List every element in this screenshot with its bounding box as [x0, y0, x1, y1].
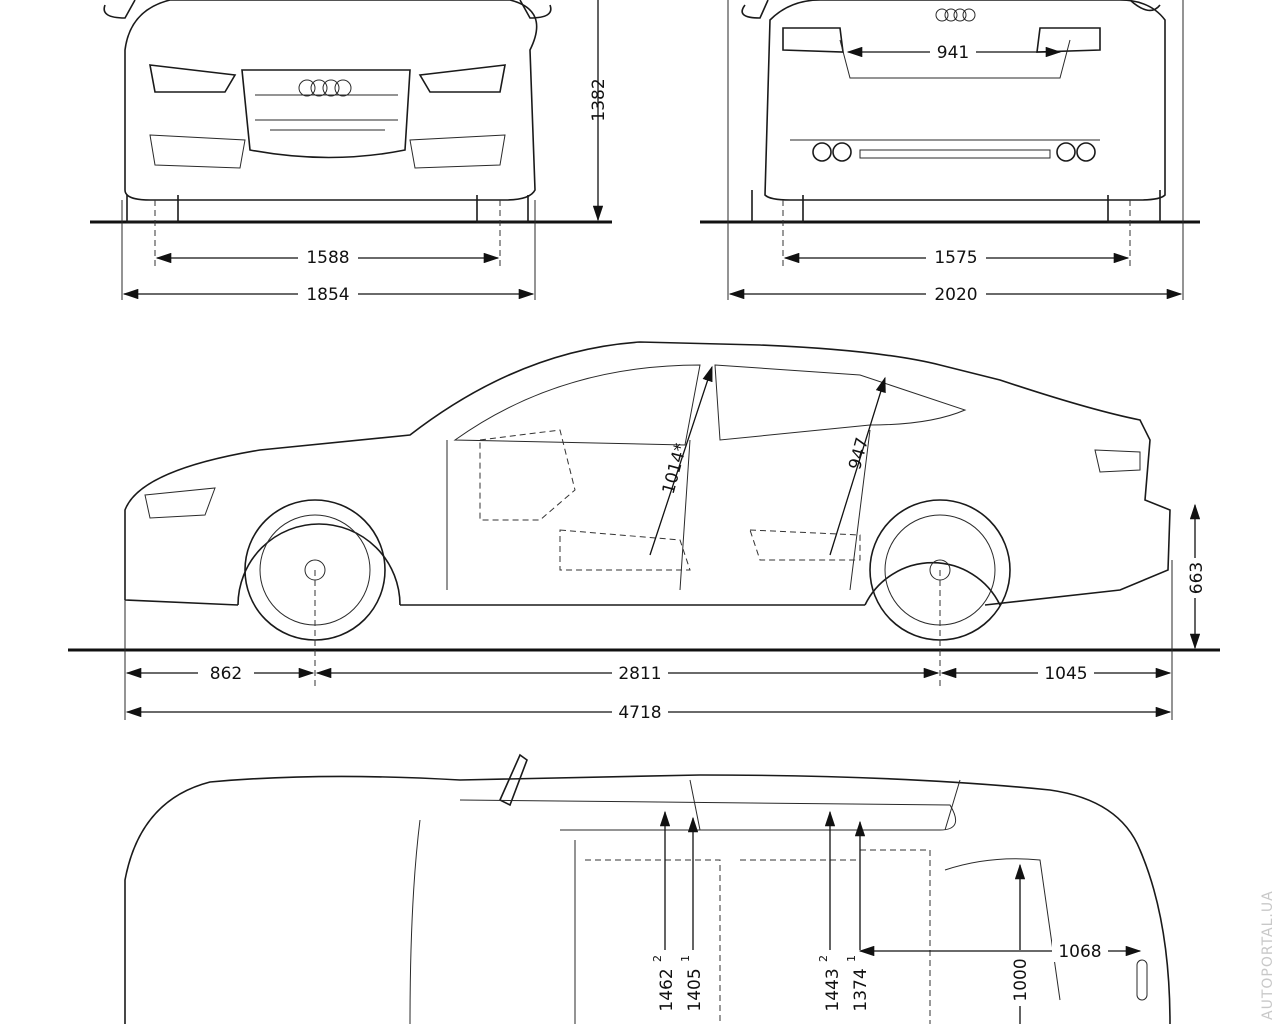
headlights: [149, 64, 506, 93]
front-shoulder-note: 2: [651, 955, 664, 962]
rear-tires: [751, 190, 1161, 223]
trunk-lid: [839, 39, 1071, 79]
watermark: AUTOPORTAL.UA: [1260, 890, 1276, 1020]
side-view: 1014* 947 663 862 2811 1045 4718: [68, 341, 1220, 723]
exhaust-tips: [812, 142, 1096, 162]
front-headroom-dimension: [649, 365, 713, 556]
track-label: 1575: [934, 248, 977, 268]
door-lines: [446, 429, 871, 591]
width-label: 1854: [306, 285, 349, 305]
mirror: [498, 753, 528, 807]
tail-lamp: [1136, 959, 1148, 1001]
rear-headroom-label: 947: [845, 435, 873, 472]
audi-rings-icon: [298, 79, 352, 97]
rear-view: 941 1575 2020: [700, 0, 1200, 305]
front-tires: [126, 195, 529, 223]
front-body: [124, 0, 538, 201]
mirrors: [103, 0, 552, 19]
rear-overhang-label: 1045: [1044, 664, 1087, 684]
trunk-width-label: 1000: [1011, 958, 1031, 1001]
loading-height-label: 663: [1187, 562, 1207, 594]
height-label: 1382: [589, 78, 609, 121]
rear-elbow-label: 1374: [851, 968, 871, 1011]
rear-elbow-note: 1: [845, 955, 858, 962]
track-label: 1588: [306, 248, 349, 268]
mirrors: [741, 0, 1161, 19]
length-label: 4718: [618, 703, 661, 723]
wheelbase-label: 2811: [618, 664, 661, 684]
front-elbow-note: 1: [679, 955, 692, 962]
sunroof-edge: [459, 799, 957, 831]
width-label: 2020: [934, 285, 977, 305]
rear-shoulder-label: 1443: [823, 968, 843, 1011]
top-body: [124, 774, 1171, 1024]
rear-body: [764, 0, 1166, 201]
seat-outlines: [479, 429, 861, 571]
front-view: 1382 1588 1854: [90, 0, 612, 305]
seat-outlines: [585, 849, 931, 1024]
side-windows: [453, 364, 967, 446]
roof-lines: [409, 779, 961, 1024]
trunk-opening-label: 941: [937, 43, 969, 63]
side-body: [124, 341, 1171, 606]
audi-rings-icon: [935, 8, 976, 22]
rear-shoulder-note: 2: [817, 955, 830, 962]
front-overhang-label: 862: [210, 664, 242, 684]
rear-headroom-dimension: [829, 376, 886, 556]
front-shoulder-label: 1462: [657, 968, 677, 1011]
top-view: 1462 2 1405 1 1443 2 1374 1 1000 1068: [124, 753, 1171, 1024]
side-lights: [144, 449, 1141, 519]
rear-diffuser: [790, 139, 1100, 159]
front-elbow-label: 1405: [685, 968, 705, 1011]
trunk-opening: [944, 858, 1061, 1001]
fog-light-grilles: [149, 134, 506, 169]
trunk-length-label: 1068: [1058, 942, 1101, 962]
front-grille: [241, 69, 411, 159]
grille-bars: [255, 94, 398, 131]
